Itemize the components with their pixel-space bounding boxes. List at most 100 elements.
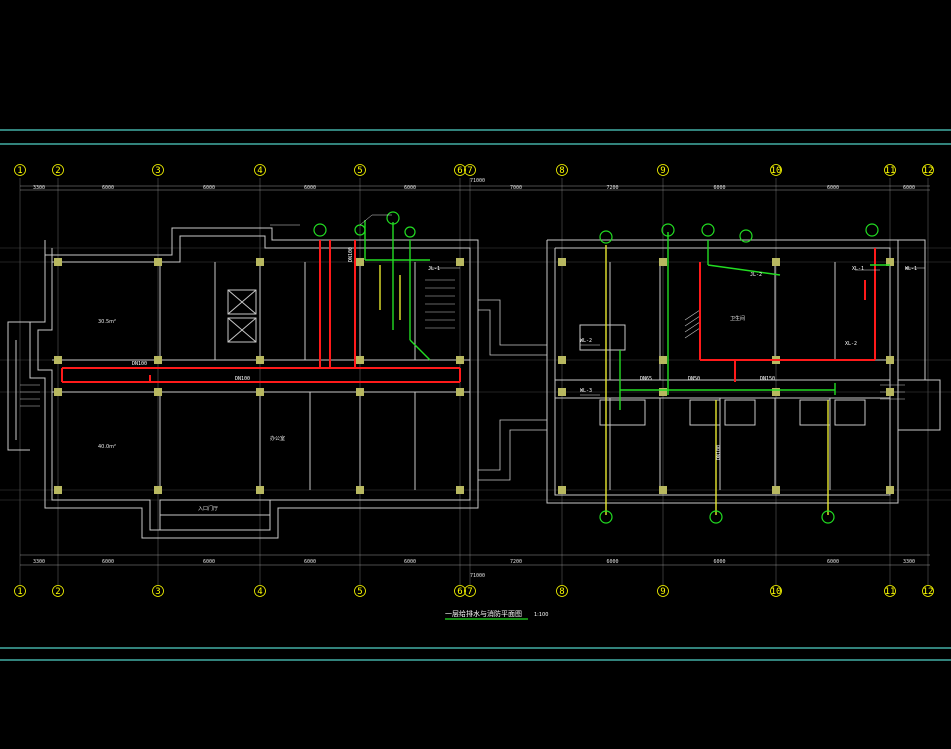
dimension-bottom-9: 3300 <box>903 559 915 565</box>
riser-label-wl3: WL-3 <box>580 388 592 394</box>
axis-grid-lines <box>0 178 951 585</box>
axis-bubble-bottom-4 <box>254 585 266 597</box>
axis-bubble-bottom-6 <box>454 585 466 597</box>
column-11 <box>256 486 264 494</box>
axis-bubble-bottom-11 <box>884 585 896 597</box>
axis-label-bottom-1: 1 <box>17 587 22 597</box>
pipe-label-dn50: DN50 <box>688 376 700 382</box>
dimension-lines <box>20 185 930 566</box>
column-7 <box>154 486 162 494</box>
axis-label-top-6: 6 <box>457 166 462 176</box>
axis-bubble-top-3 <box>152 164 164 176</box>
column-13 <box>356 356 364 364</box>
column-33 <box>886 356 894 364</box>
axis-bubble-bottom-12 <box>922 585 934 597</box>
column-16 <box>456 258 464 266</box>
dimension-bottom-8: 6000 <box>827 559 839 565</box>
connecting-corridor <box>478 299 547 481</box>
column-20 <box>558 258 566 266</box>
column-17 <box>456 356 464 364</box>
column-2 <box>54 388 62 396</box>
axis-bubble-top-2 <box>52 164 64 176</box>
column-10 <box>256 388 264 396</box>
column-25 <box>659 356 667 364</box>
column-28 <box>772 258 780 266</box>
axis-label-top-3: 3 <box>155 166 160 176</box>
left-stair <box>20 279 455 407</box>
dimension-bottom-0: 3300 <box>33 559 45 565</box>
riser-label-xl1: XL-1 <box>852 266 864 272</box>
pipe-label-main-left: DN100 <box>132 361 147 367</box>
dimension-top-0: 3300 <box>33 185 45 191</box>
axis-bubble-top-8 <box>556 164 568 176</box>
axis-label-top-8: 8 <box>559 166 564 176</box>
column-5 <box>154 356 162 364</box>
total-dimension-top: 71000 <box>470 178 485 184</box>
dimension-top-7: 6000 <box>713 185 725 191</box>
axis-label-bottom-5: 5 <box>357 587 362 597</box>
axis-label-top-2: 2 <box>55 166 60 176</box>
column-12 <box>356 258 364 266</box>
room-name-entrance: 入口门厅 <box>198 505 218 512</box>
column-18 <box>456 388 464 396</box>
axis-bubble-top-9 <box>657 164 669 176</box>
column-0 <box>54 258 62 266</box>
column-21 <box>558 356 566 364</box>
column-3 <box>54 486 62 494</box>
axis-label-bottom-3: 3 <box>155 587 160 597</box>
axis-bubble-top-12 <box>922 164 934 176</box>
axis-label-top-5: 5 <box>357 166 362 176</box>
axis-label-bottom-10: 10 <box>771 587 782 597</box>
column-9 <box>256 356 264 364</box>
dimension-bottom-2: 6000 <box>203 559 215 565</box>
column-1 <box>54 356 62 364</box>
riser-label-wl2: WL-2 <box>580 338 592 344</box>
dimension-top-4: 6000 <box>404 185 416 191</box>
riser-label-jl1: JL-1 <box>428 266 440 272</box>
axis-bubble-top-7 <box>464 164 476 176</box>
column-32 <box>886 258 894 266</box>
axis-bubble-top-4 <box>254 164 266 176</box>
room-area-left-mid: 40.0m² <box>98 444 116 450</box>
axis-label-top-1: 1 <box>17 166 22 176</box>
axis-label-bottom-6: 6 <box>457 587 462 597</box>
pipe-label-riser-left: DN100 <box>348 247 354 262</box>
supply-pipes <box>364 220 890 410</box>
room-area-left-top: 30.5m² <box>98 319 116 325</box>
column-19 <box>456 486 464 494</box>
axis-bubble-top-10 <box>770 164 782 176</box>
dimension-top-2: 6000 <box>203 185 215 191</box>
riser-label-xl2: XL-2 <box>845 341 857 347</box>
left-wing-walls <box>7 227 479 539</box>
dimension-top-5: 7000 <box>510 185 522 191</box>
drawing-scale: 1:100 <box>534 612 548 618</box>
axis-bubble-bottom-3 <box>152 585 164 597</box>
axis-label-top-9: 9 <box>660 166 665 176</box>
column-30 <box>772 388 780 396</box>
axis-bubble-top-1 <box>14 164 26 176</box>
axis-bubble-top-5 <box>354 164 366 176</box>
column-4 <box>154 258 162 266</box>
pipe-label-main-center: DN100 <box>235 376 250 382</box>
column-35 <box>886 486 894 494</box>
dimension-top-6: 7200 <box>606 185 618 191</box>
axis-bubble-bottom-2 <box>52 585 64 597</box>
column-15 <box>356 486 364 494</box>
dimension-top-3: 6000 <box>304 185 316 191</box>
axis-bubble-bottom-10 <box>770 585 782 597</box>
right-wing-walls <box>546 239 941 504</box>
dimension-bottom-4: 6000 <box>404 559 416 565</box>
dimension-bottom-6: 6000 <box>606 559 618 565</box>
axis-label-bottom-12: 12 <box>923 587 934 597</box>
axis-bubble-bottom-5 <box>354 585 366 597</box>
column-8 <box>256 258 264 266</box>
total-dimension-bottom: 71000 <box>470 573 485 579</box>
column-22 <box>558 388 566 396</box>
pipe-label-dn100-right: DN100 <box>716 445 722 460</box>
axis-label-bottom-2: 2 <box>55 587 60 597</box>
